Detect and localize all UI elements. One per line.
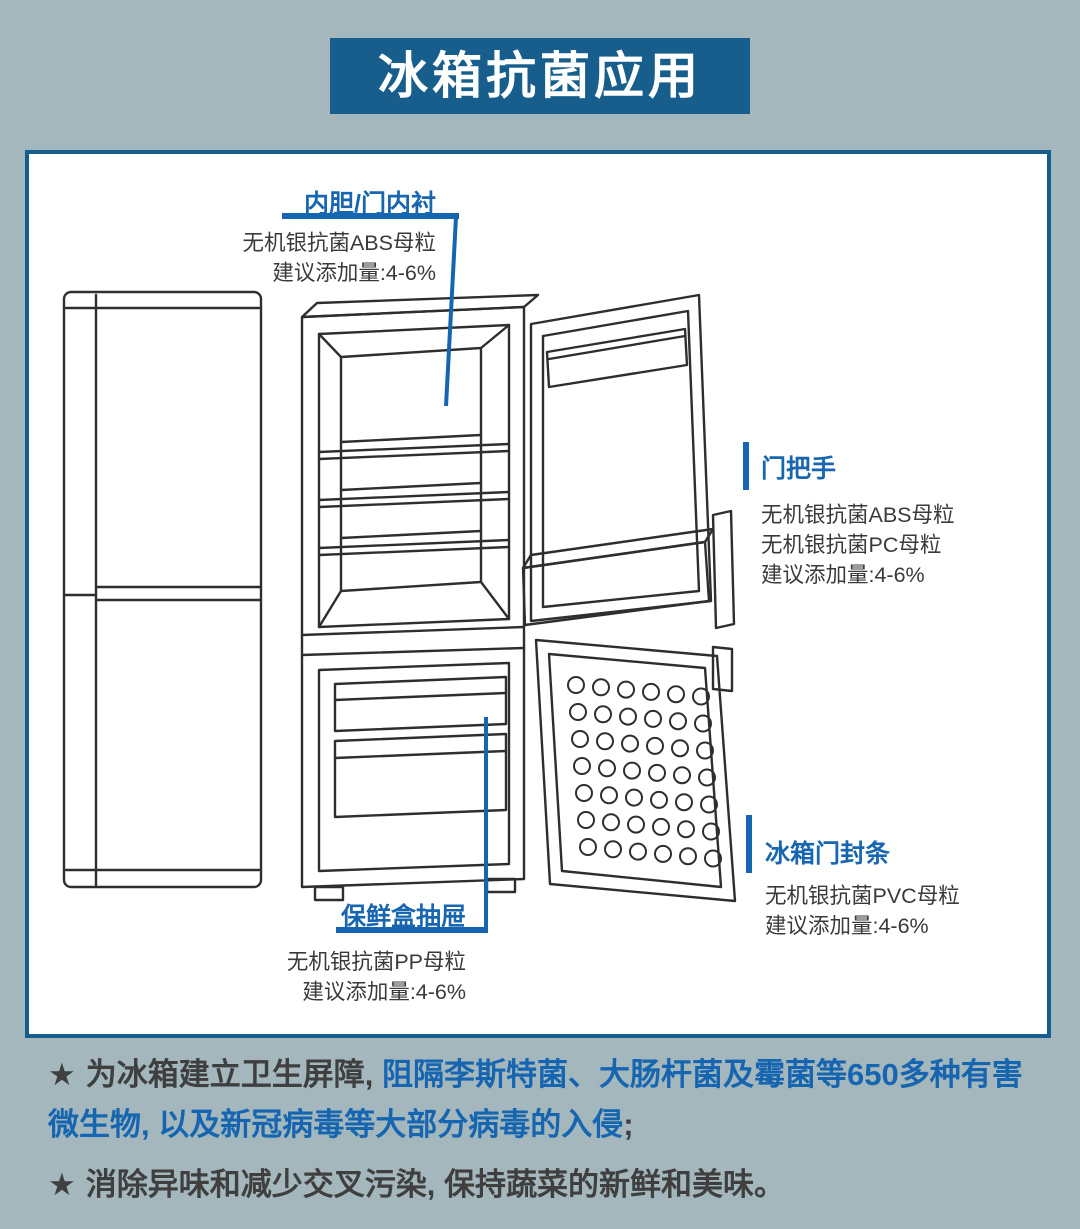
content-box: 内胆/门内衬 无机银抗菌ABS母粒 建议添加量:4-6% 门把手 无机银抗菌AB… — [25, 150, 1051, 1038]
fridge-diagram — [62, 213, 752, 933]
upper-door-illustration — [521, 293, 736, 630]
door-handle-pointer-bar — [743, 442, 749, 490]
inner-liner-underline — [282, 213, 459, 219]
star-icon: ★ — [48, 1057, 76, 1092]
footnote-1-emphasis: 阻隔李斯特菌、大肠杆菌及霉菌等650多种有害微生物, 以及新冠病毒等大部分病毒的… — [48, 1057, 1023, 1142]
door-seal-pointer-bar — [746, 815, 752, 873]
inner-liner-leader-line — [444, 216, 458, 407]
callout-door-handle-line: 无机银抗菌PC母粒 — [761, 533, 942, 557]
door-hole-pattern — [567, 676, 722, 868]
footnote-1: ★ 为冰箱建立卫生屏障, 阻隔李斯特菌、大肠杆菌及霉菌等650多种有害微生物, 以… — [48, 1050, 1048, 1150]
callout-inner-liner-label: 内胆/门内衬 — [304, 190, 436, 218]
callout-inner-liner-line: 建议添加量:4-6% — [272, 261, 436, 285]
footnote-1-text: 为冰箱建立卫生屏障, — [85, 1057, 383, 1092]
callout-crisper-drawer-label: 保鲜盒抽屉 — [340, 903, 466, 931]
page-title: 冰箱抗菌应用 — [378, 48, 702, 104]
crisper-drawer-bottom — [333, 732, 508, 819]
callout-door-seal-label: 冰箱门封条 — [765, 840, 891, 868]
callout-door-seal-line: 建议添加量:4-6% — [765, 914, 929, 938]
callout-inner-liner: 内胆/门内衬 无机银抗菌ABS母粒 建议添加量:4-6% — [166, 190, 436, 288]
lower-door-illustration — [534, 638, 737, 903]
callout-door-handle: 门把手 无机银抗菌ABS母粒 无机银抗菌PC母粒 建议添加量:4-6% — [761, 454, 955, 590]
callout-inner-liner-line: 无机银抗菌ABS母粒 — [242, 231, 436, 255]
footnote-2-text: 消除异味和减少交叉污染, 保持蔬菜的新鲜和美味。 — [85, 1167, 786, 1202]
page-title-banner: 冰箱抗菌应用 — [330, 38, 750, 114]
footnote-1-tail: ; — [623, 1107, 634, 1142]
callout-door-seal-line: 无机银抗菌PVC母粒 — [765, 884, 960, 908]
callout-crisper-drawer-line: 无机银抗菌PP母粒 — [286, 950, 466, 974]
callout-door-handle-line: 建议添加量:4-6% — [761, 563, 925, 587]
footnote-2: ★ 消除异味和减少交叉污染, 保持蔬菜的新鲜和美味。 — [48, 1160, 1048, 1210]
callout-crisper-drawer-line: 建议添加量:4-6% — [302, 980, 466, 1004]
crisper-drawer-underline — [336, 927, 488, 933]
callout-door-seal: 冰箱门封条 无机银抗菌PVC母粒 建议添加量:4-6% — [765, 839, 960, 941]
open-fridge-cabinet-illustration — [300, 293, 540, 902]
callout-door-handle-label: 门把手 — [761, 455, 837, 483]
crisper-drawer-top — [333, 675, 508, 733]
star-icon: ★ — [48, 1167, 76, 1202]
closed-fridge-illustration — [62, 290, 263, 889]
callout-crisper-drawer: 保鲜盒抽屉 无机银抗菌PP母粒 建议添加量:4-6% — [184, 903, 466, 1007]
door-handle-shape — [711, 509, 736, 630]
callout-door-handle-line: 无机银抗菌ABS母粒 — [761, 503, 955, 527]
footnotes: ★ 为冰箱建立卫生屏障, 阻隔李斯特菌、大肠杆菌及霉菌等650多种有害微生物, 以… — [48, 1050, 1048, 1220]
